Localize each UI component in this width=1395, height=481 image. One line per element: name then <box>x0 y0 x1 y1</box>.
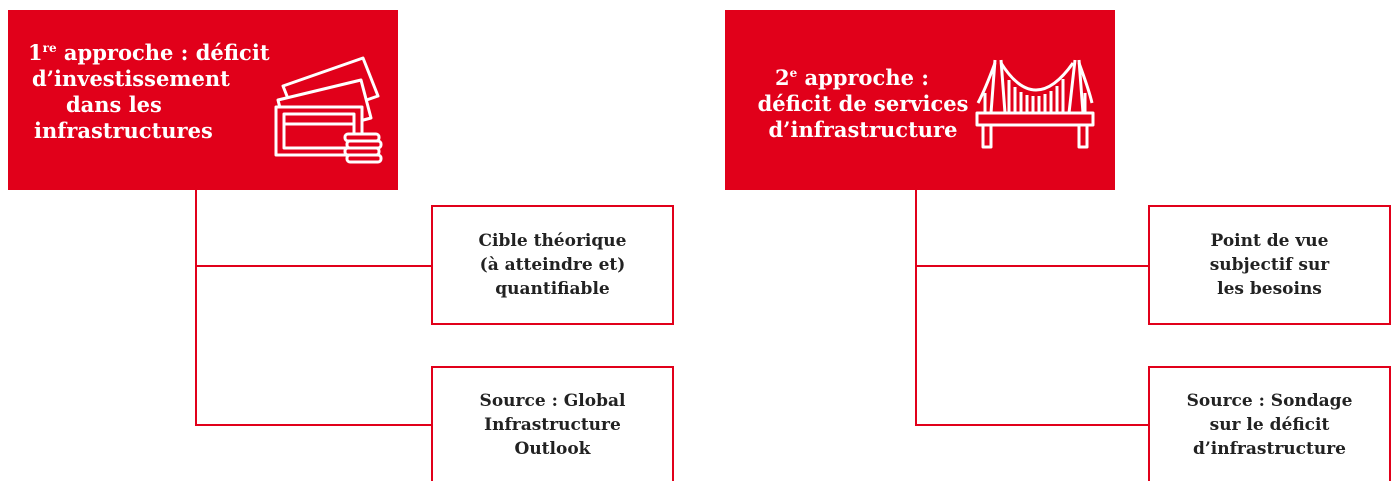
connector-branch-1b <box>195 424 433 426</box>
approach-1-target-box: Cible théorique (à atteindre et) quantif… <box>431 205 674 325</box>
approach-1-title: 1re approche : déficit d’investissement … <box>28 40 270 143</box>
connector-trunk-2 <box>915 190 917 425</box>
money-icon <box>274 56 383 164</box>
bridge-icon <box>975 59 1095 149</box>
approach-1-header: 1re approche : déficit d’investissement … <box>8 10 398 190</box>
connector-branch-2a <box>915 265 1150 267</box>
connector-trunk-1 <box>195 190 197 425</box>
approach-2-title: 2e approche : déficit de services d’infr… <box>757 65 969 142</box>
connector-branch-2b <box>915 424 1150 426</box>
approach-2-viewpoint-box: Point de vue subjectif sur les besoins <box>1148 205 1391 325</box>
approach-1-source-box: Source : Global Infrastructure Outlook <box>431 366 674 481</box>
approach-2-header: 2e approche : déficit de services d’infr… <box>725 10 1115 190</box>
approach-2-source-box: Source : Sondage sur le déficit d’infras… <box>1148 366 1391 481</box>
connector-branch-1a <box>195 265 433 267</box>
